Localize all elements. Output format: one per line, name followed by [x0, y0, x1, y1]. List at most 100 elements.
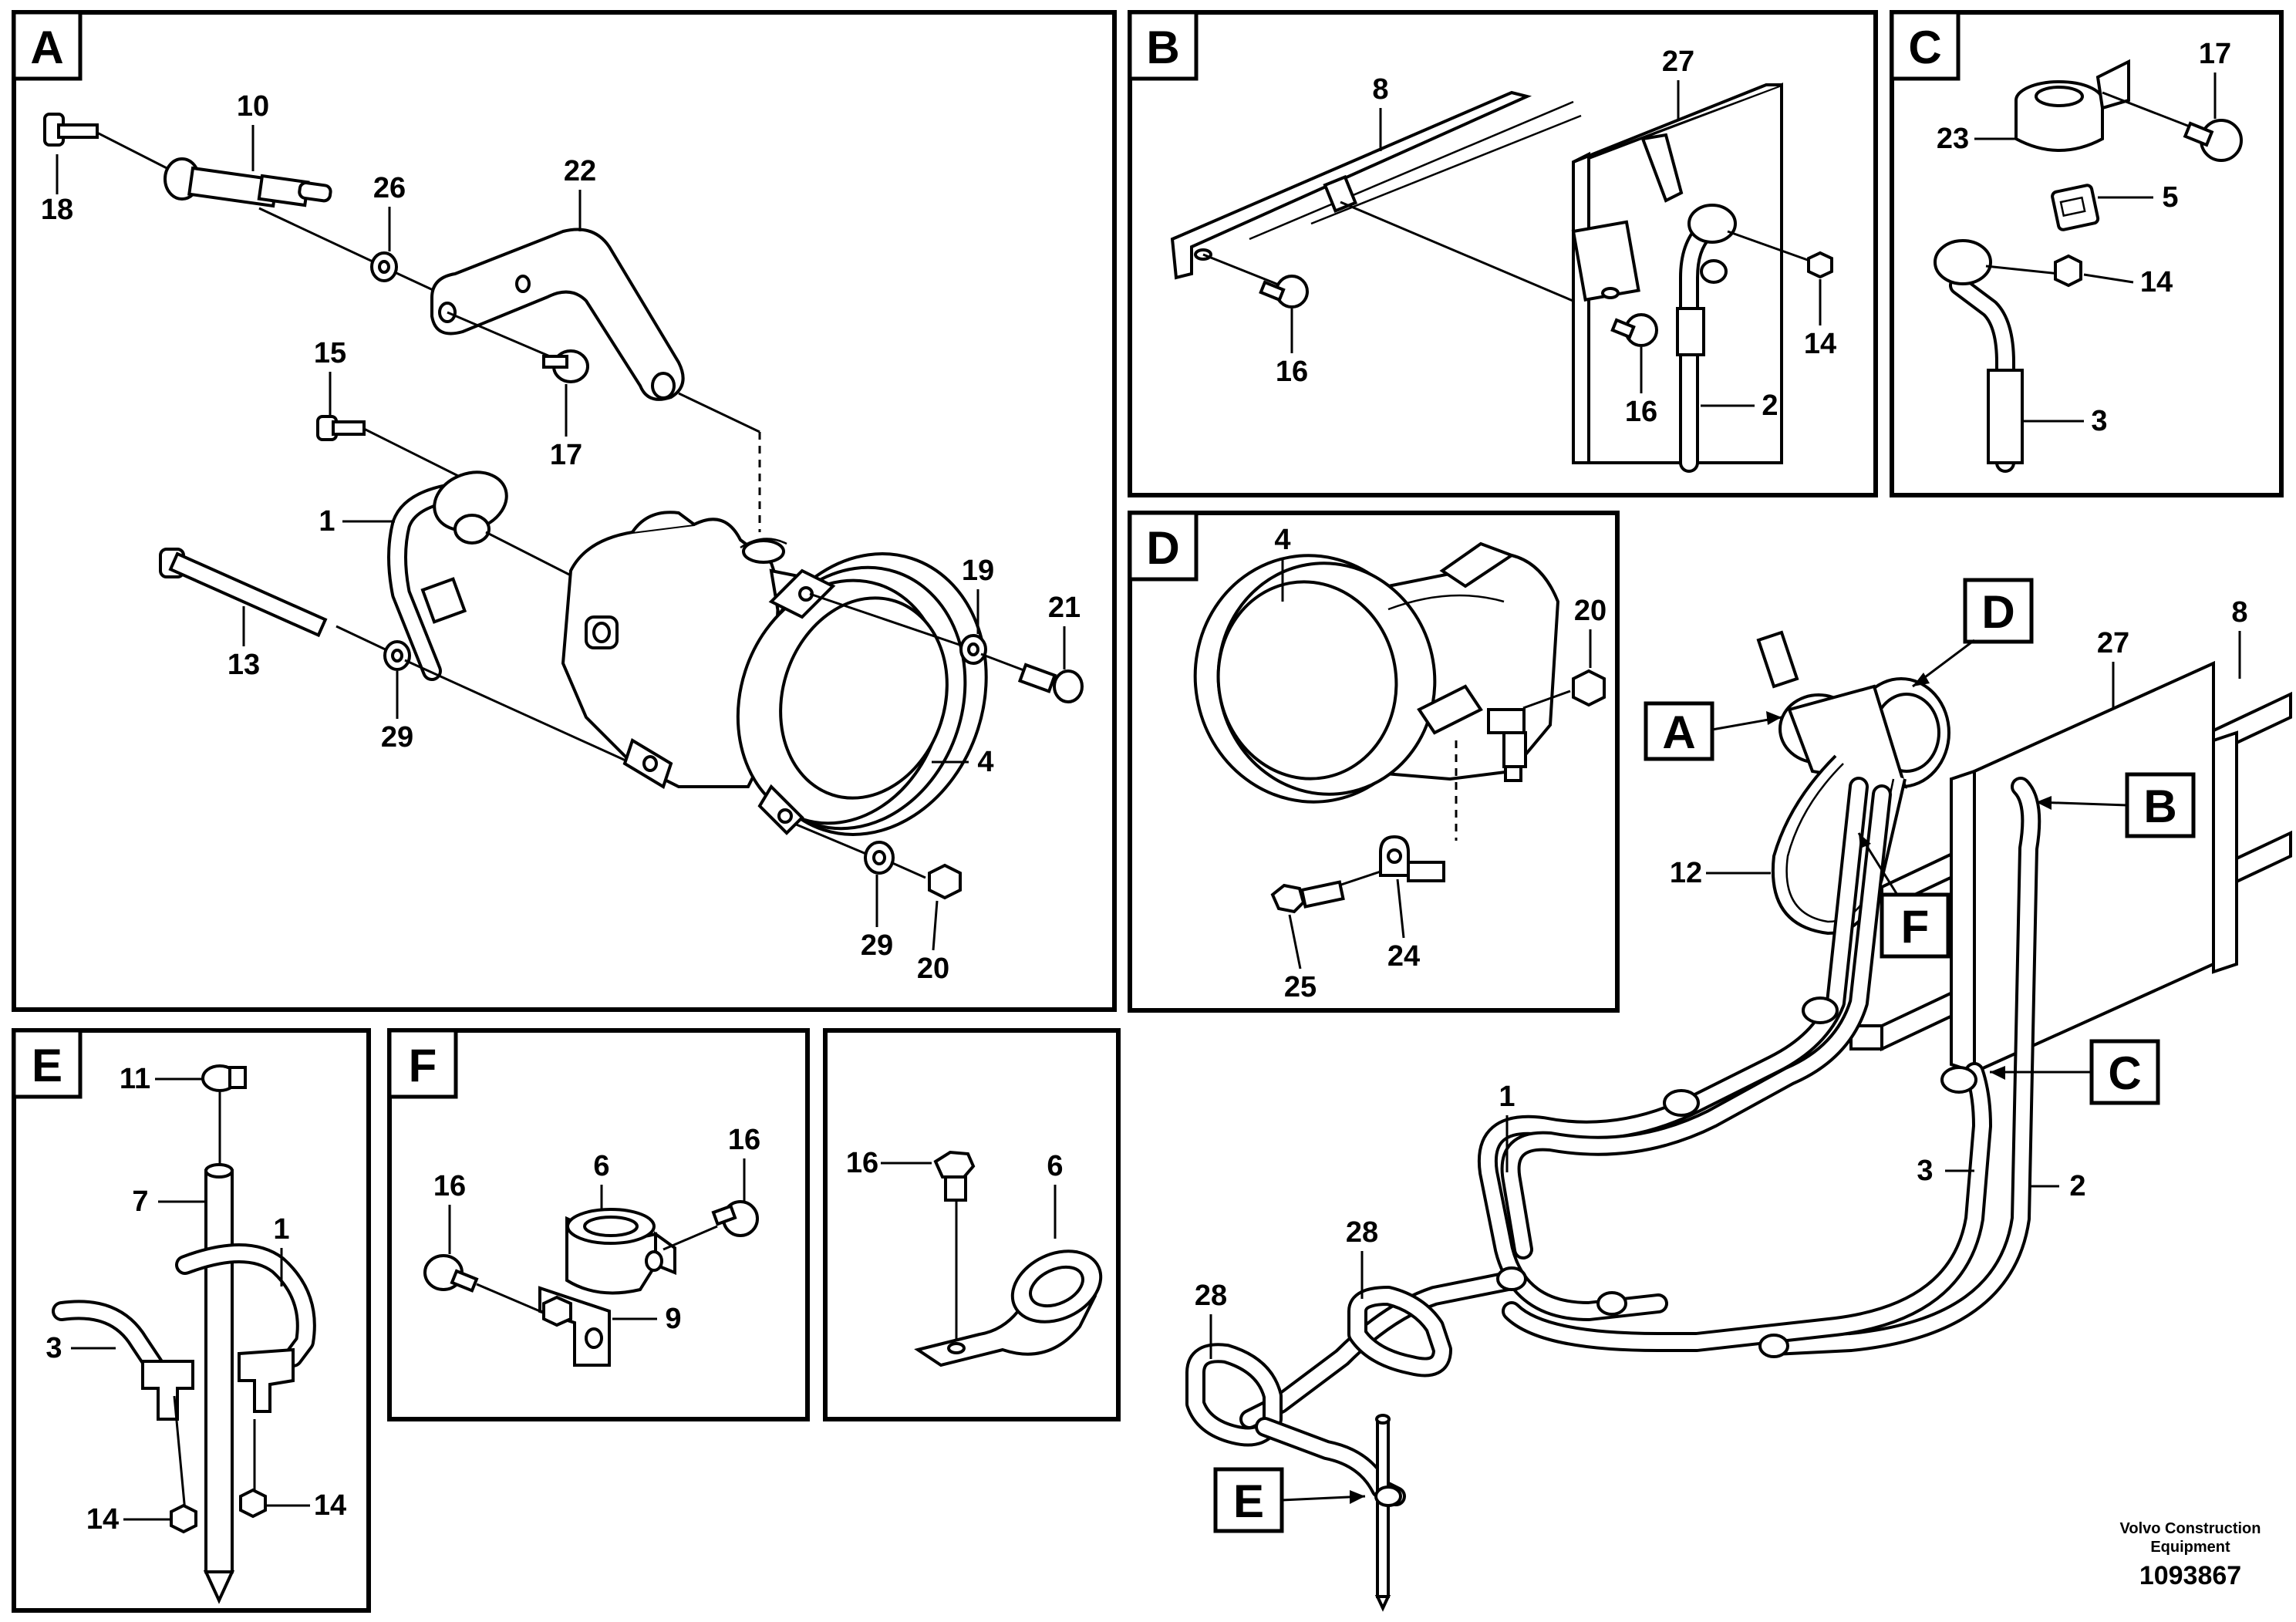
svg-text:B: B [1146, 22, 1179, 73]
panel-c-frame [1890, 10, 2284, 497]
pressure-sensor-10 [164, 157, 332, 208]
panel-b-tag: B [1128, 10, 1199, 81]
label-f-16b: 16 [433, 1170, 466, 1202]
label-a-29b: 29 [861, 929, 893, 962]
label-e-1: 1 [273, 1213, 289, 1246]
label-ov-28a: 28 [1346, 1216, 1378, 1249]
label-e-3: 3 [46, 1332, 62, 1364]
label-g-6: 6 [1047, 1150, 1063, 1182]
svg-text:A: A [1662, 706, 1695, 758]
panel-g-drawing: 16 6 [846, 1147, 1103, 1367]
panel-b-drawing: 8 27 16 16 14 2 [1170, 46, 1836, 473]
panel-a-tag: A [12, 10, 83, 81]
overview-drawing: A D B F C E [1185, 578, 2292, 1612]
label-f-6: 6 [593, 1150, 609, 1182]
nut-20-d [1572, 669, 1606, 707]
overview-condenser-27 [1950, 660, 2238, 1075]
nut-14-e-right [239, 1488, 267, 1519]
overview-pipes-2-3 [1502, 777, 2041, 1356]
label-a-22: 22 [564, 155, 596, 187]
label-a-10: 10 [237, 90, 269, 123]
label-d-24: 24 [1387, 940, 1420, 973]
label-d-25: 25 [1284, 971, 1317, 1003]
panel-c-tag: C [1890, 10, 1961, 81]
panel-a-frame [12, 10, 1117, 1012]
label-e-7: 7 [132, 1185, 148, 1218]
label-ov-8: 8 [2231, 596, 2247, 629]
callout-b: B [2035, 772, 2196, 838]
compressor-4 [561, 511, 988, 836]
label-ov-2: 2 [2069, 1170, 2085, 1202]
label-ov-27: 27 [2097, 627, 2129, 659]
callout-a: A [1644, 701, 1782, 761]
label-e-11: 11 [120, 1063, 150, 1095]
panel-e-tag: E [12, 1028, 83, 1099]
bracket-22 [430, 228, 685, 401]
pipe-3 [1934, 239, 2024, 473]
nut-14-c [2054, 254, 2082, 288]
label-a-20: 20 [917, 953, 949, 985]
rod-7 [203, 1163, 235, 1604]
label-ov-12: 12 [1670, 857, 1702, 889]
nut-20 [928, 863, 962, 900]
label-a-4: 4 [977, 746, 993, 778]
bolt-13 [159, 548, 328, 638]
label-c-3: 3 [2091, 405, 2107, 437]
label-b-27: 27 [1662, 46, 1694, 78]
callout-e: E [1213, 1467, 1366, 1533]
label-c-23: 23 [1937, 123, 1969, 155]
callout-c: C [1990, 1039, 2160, 1105]
svg-text:D: D [1146, 522, 1179, 574]
label-a-15: 15 [314, 337, 346, 369]
switch-5 [2051, 184, 2100, 231]
label-ov-3: 3 [1917, 1155, 1933, 1187]
panel-c-drawing: 17 23 5 14 3 [1934, 38, 2243, 473]
panel-b-frame [1128, 10, 1878, 497]
svg-text:E: E [32, 1040, 62, 1091]
bolt-21 [1017, 663, 1084, 703]
label-b-8: 8 [1372, 73, 1388, 106]
svg-text:E: E [1233, 1475, 1264, 1527]
label-a-26: 26 [373, 172, 406, 204]
hose-3-e [52, 1300, 194, 1421]
label-a-17: 17 [550, 439, 582, 471]
bolt-16-g [933, 1150, 976, 1202]
label-c-14: 14 [2140, 266, 2173, 298]
clamp-6-g [914, 1249, 1103, 1367]
pipe-1 [387, 470, 508, 681]
label-e-14b: 14 [314, 1489, 346, 1522]
bolt-15 [316, 415, 366, 441]
svg-text:F: F [409, 1040, 437, 1091]
svg-text:C: C [1908, 22, 1941, 73]
clamp-23 [2014, 59, 2130, 152]
svg-text:A: A [30, 22, 63, 73]
label-b-14: 14 [1804, 328, 1836, 360]
panel-f-frame [387, 1028, 810, 1421]
panel-e-frame [12, 1028, 371, 1613]
bolt-16-f-left [423, 1254, 479, 1293]
bolt-17 [542, 349, 589, 383]
panel-f-drawing: 6 16 16 9 [423, 1124, 760, 1367]
label-e-14a: 14 [86, 1503, 119, 1536]
overview-compressor [1756, 630, 1950, 789]
label-a-13: 13 [228, 649, 260, 681]
svg-text:B: B [2143, 781, 2176, 832]
label-a-1: 1 [319, 505, 335, 538]
overview-rod [1374, 1414, 1402, 1612]
connector-24 [1379, 835, 1445, 882]
label-c-5: 5 [2162, 181, 2178, 214]
bolt-25 [1270, 880, 1345, 914]
label-ov-28b: 28 [1195, 1280, 1227, 1312]
nut-14-e-left [170, 1503, 197, 1534]
publisher-footer: Volvo Construction Equipment 1093867 [2120, 1520, 2261, 1590]
panel-d-tag: D [1128, 511, 1199, 582]
panel-f-tag: F [387, 1028, 458, 1099]
callout-d: D [1912, 578, 2034, 688]
label-f-16a: 16 [728, 1124, 760, 1156]
label-a-19: 19 [962, 555, 994, 587]
footer-line-1: Volvo Construction [2120, 1520, 2261, 1537]
pipe-2 [1676, 204, 1737, 473]
panel-d-frame [1128, 511, 1620, 1013]
panel-e-drawing: 11 7 1 3 14 14 [46, 1063, 346, 1604]
clamp-11 [201, 1064, 247, 1092]
